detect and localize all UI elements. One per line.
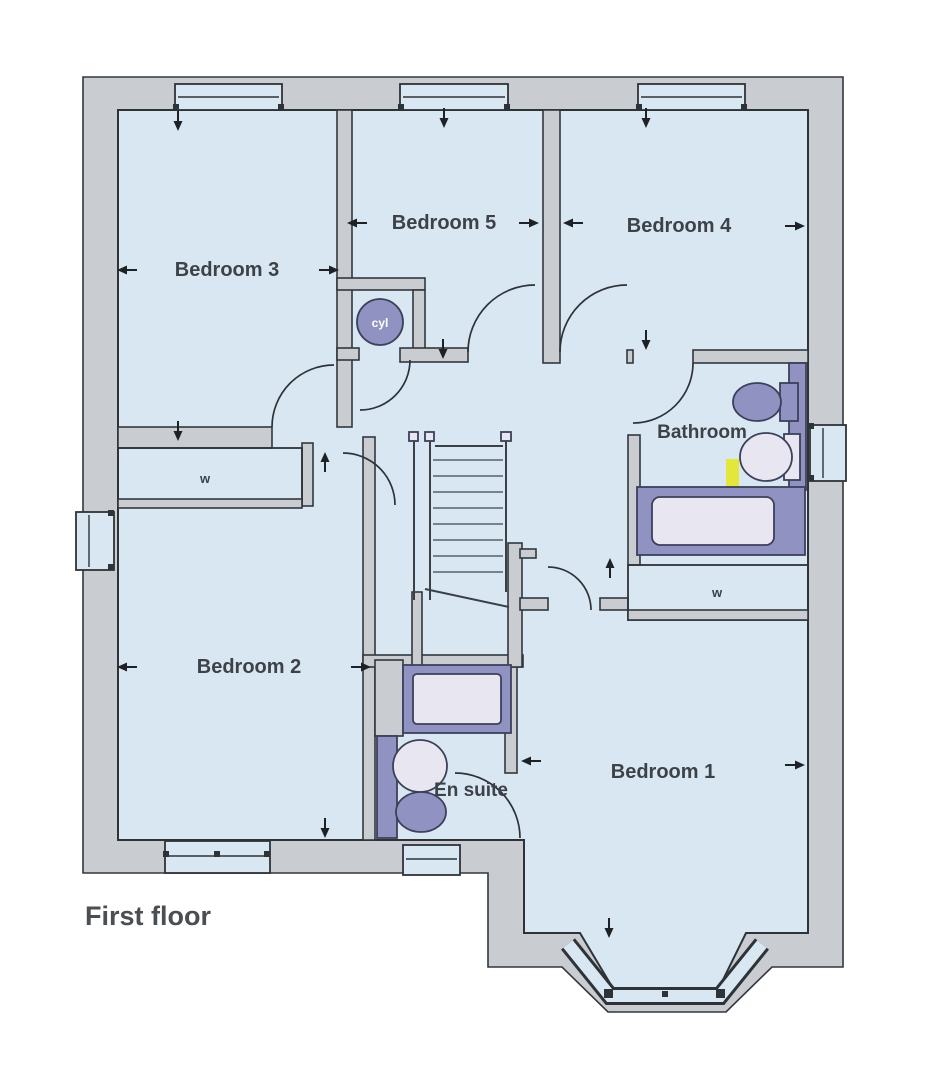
interior-wall <box>519 548 537 559</box>
room-label-bedroom5: Bedroom 5 <box>392 212 496 234</box>
interior-wall <box>626 349 634 364</box>
room-label-bedroom3: Bedroom 3 <box>175 259 279 281</box>
toilet-icon <box>732 382 782 422</box>
dimension-arrow <box>173 121 183 131</box>
radiator <box>726 459 739 494</box>
dimension-arrow <box>795 760 805 770</box>
stair-post <box>408 431 419 442</box>
room-label-ensuite: En suite <box>434 780 508 801</box>
dimension-arrow <box>439 118 449 128</box>
door-arc-ensuite <box>454 772 521 839</box>
window-bedroom2-bottom <box>163 840 271 874</box>
cylinder-tank: cyl <box>356 298 404 346</box>
bath-tub <box>651 496 775 546</box>
interior-wall <box>301 442 314 507</box>
room-label-bedroom4: Bedroom 4 <box>627 215 732 237</box>
interior-walls <box>117 109 809 841</box>
room-labels: Bedroom 3 Bedroom 5 Bedroom 4 Bathroom B… <box>175 212 747 801</box>
dimension-arrow <box>795 221 805 231</box>
interior-wall <box>374 659 404 737</box>
dimension-arrow <box>605 558 615 568</box>
window-bedroom3 <box>173 83 284 111</box>
staircase <box>408 431 512 608</box>
door-arc-bathroom <box>632 362 694 424</box>
window-bedroom5 <box>398 83 510 111</box>
interior-wall <box>412 289 426 353</box>
dimension-arrow <box>320 452 330 462</box>
wardrobe-front <box>117 498 303 509</box>
basin-icon <box>739 432 793 482</box>
window-bathroom-right <box>808 423 847 482</box>
toilet-icon <box>395 791 447 833</box>
windows <box>75 83 847 1005</box>
interior-wall <box>362 436 376 841</box>
dimension-arrow <box>438 349 448 359</box>
dimension-arrow <box>173 431 183 441</box>
wardrobe-front <box>627 609 809 621</box>
window-bedroom4 <box>636 83 747 111</box>
wardrobe-label: w <box>711 585 723 600</box>
doors <box>271 284 694 839</box>
dimension-arrows <box>117 108 805 938</box>
cylinder-label: cyl <box>372 316 389 330</box>
wardrobe-bedroom1: w <box>627 564 809 621</box>
interior-wall <box>336 109 353 428</box>
stair-post <box>500 431 512 442</box>
interior-wall <box>336 347 360 361</box>
room-label-bathroom: Bathroom <box>657 422 747 443</box>
dimension-arrow <box>641 118 651 128</box>
window-ensuite-bottom <box>402 844 461 876</box>
interior-wall <box>542 109 561 364</box>
dimension-arrow <box>604 928 614 938</box>
door-arc-bedroom2 <box>342 452 396 506</box>
interior-wall <box>692 349 809 364</box>
bathroom-fixtures <box>636 362 807 556</box>
dimension-arrow <box>347 218 357 228</box>
door-arc-cylinder-cupboard <box>359 359 411 411</box>
door-arc-bedroom4 <box>559 284 628 353</box>
ensuite-fixtures <box>376 664 512 839</box>
interior-wall <box>399 347 469 363</box>
page-title: First floor <box>85 901 211 931</box>
bay-window <box>560 938 770 1005</box>
dimension-arrow <box>320 828 330 838</box>
dimension-arrow <box>117 662 127 672</box>
dimension-arrow <box>521 756 531 766</box>
door-arc-bedroom1 <box>547 566 592 611</box>
dimension-arrow <box>117 265 127 275</box>
basin-backing <box>376 735 398 839</box>
dimension-arrow <box>361 662 371 672</box>
shower-tray <box>412 673 502 725</box>
stair-post <box>424 431 435 442</box>
dimension-arrow <box>529 218 539 228</box>
wardrobe-bedroom2: w <box>117 447 303 509</box>
dimension-arrow <box>329 265 339 275</box>
interior-wall <box>117 426 273 449</box>
interior-wall <box>519 597 549 611</box>
toilet-cistern <box>779 382 799 422</box>
door-arc-bedroom5 <box>467 284 536 353</box>
door-arc-bedroom3 <box>271 364 335 428</box>
wardrobe-label: w <box>199 471 211 486</box>
dimension-arrow <box>641 340 651 350</box>
window-bedroom2-left <box>75 510 115 571</box>
interior-wall <box>411 591 423 668</box>
dimension-arrow <box>563 218 573 228</box>
interior-wall <box>599 597 629 611</box>
interior-wall <box>336 277 426 291</box>
room-label-bedroom2: Bedroom 2 <box>197 656 301 678</box>
room-label-bedroom1: Bedroom 1 <box>611 761 715 783</box>
